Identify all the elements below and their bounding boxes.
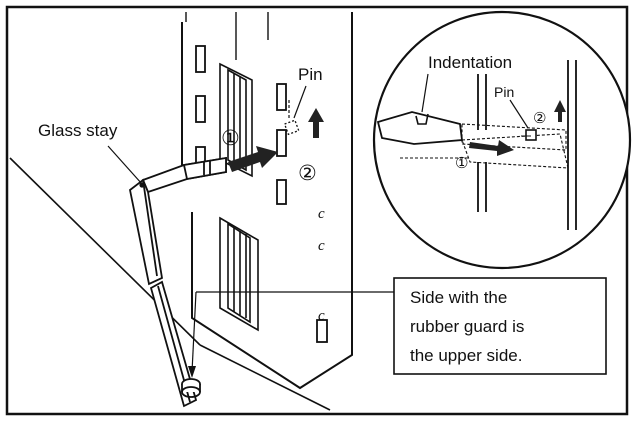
- large-slot-lower: [219, 216, 259, 332]
- svg-text:c: c: [318, 308, 325, 324]
- label-glass-stay: Glass stay: [38, 121, 118, 140]
- note-line-1: Side with the: [410, 288, 507, 307]
- pin-hidden: [283, 119, 300, 136]
- label-step-1: ①: [221, 127, 240, 150]
- note-line-2: rubber guard is: [410, 317, 524, 336]
- note-leader-arrowhead: [188, 366, 196, 378]
- label-step-1-detail: ①: [455, 155, 468, 172]
- arrow-lift: [308, 108, 324, 138]
- label-pin-main: Pin: [298, 65, 323, 84]
- glass-stay-leader-dot: [139, 182, 145, 188]
- slot-column-right: [276, 83, 328, 343]
- glass-stay-arm: [129, 178, 163, 286]
- cabinet-panel: [181, 12, 353, 390]
- note-box: [393, 277, 607, 375]
- large-slot-upper: [219, 62, 253, 178]
- label-indentation: Indentation: [428, 53, 512, 72]
- indentation-leader: [421, 73, 429, 113]
- note-line-3: the upper side.: [410, 346, 522, 365]
- svg-text:c: c: [318, 206, 325, 222]
- detail-circle: [372, 10, 632, 270]
- pin-detail-square: [525, 129, 537, 141]
- rubber-guard: [181, 378, 201, 398]
- wall-line-bottom: [199, 344, 331, 411]
- svg-text:c: c: [318, 238, 325, 254]
- pin-leader: [293, 85, 307, 119]
- detail-contents: [376, 60, 577, 230]
- glass-stay-leader: [107, 145, 143, 185]
- pin-detail-leader: [509, 99, 529, 129]
- arrow-insert: [228, 146, 278, 172]
- glass-stay-upper: [141, 156, 227, 194]
- label-step-2: ②: [298, 162, 317, 185]
- label-step-2-detail: ②: [533, 110, 546, 127]
- slot-column-left: [195, 45, 206, 172]
- outer-frame: [5, 5, 629, 416]
- label-pin-detail: Pin: [494, 84, 514, 100]
- note-leader-drop: [191, 291, 197, 373]
